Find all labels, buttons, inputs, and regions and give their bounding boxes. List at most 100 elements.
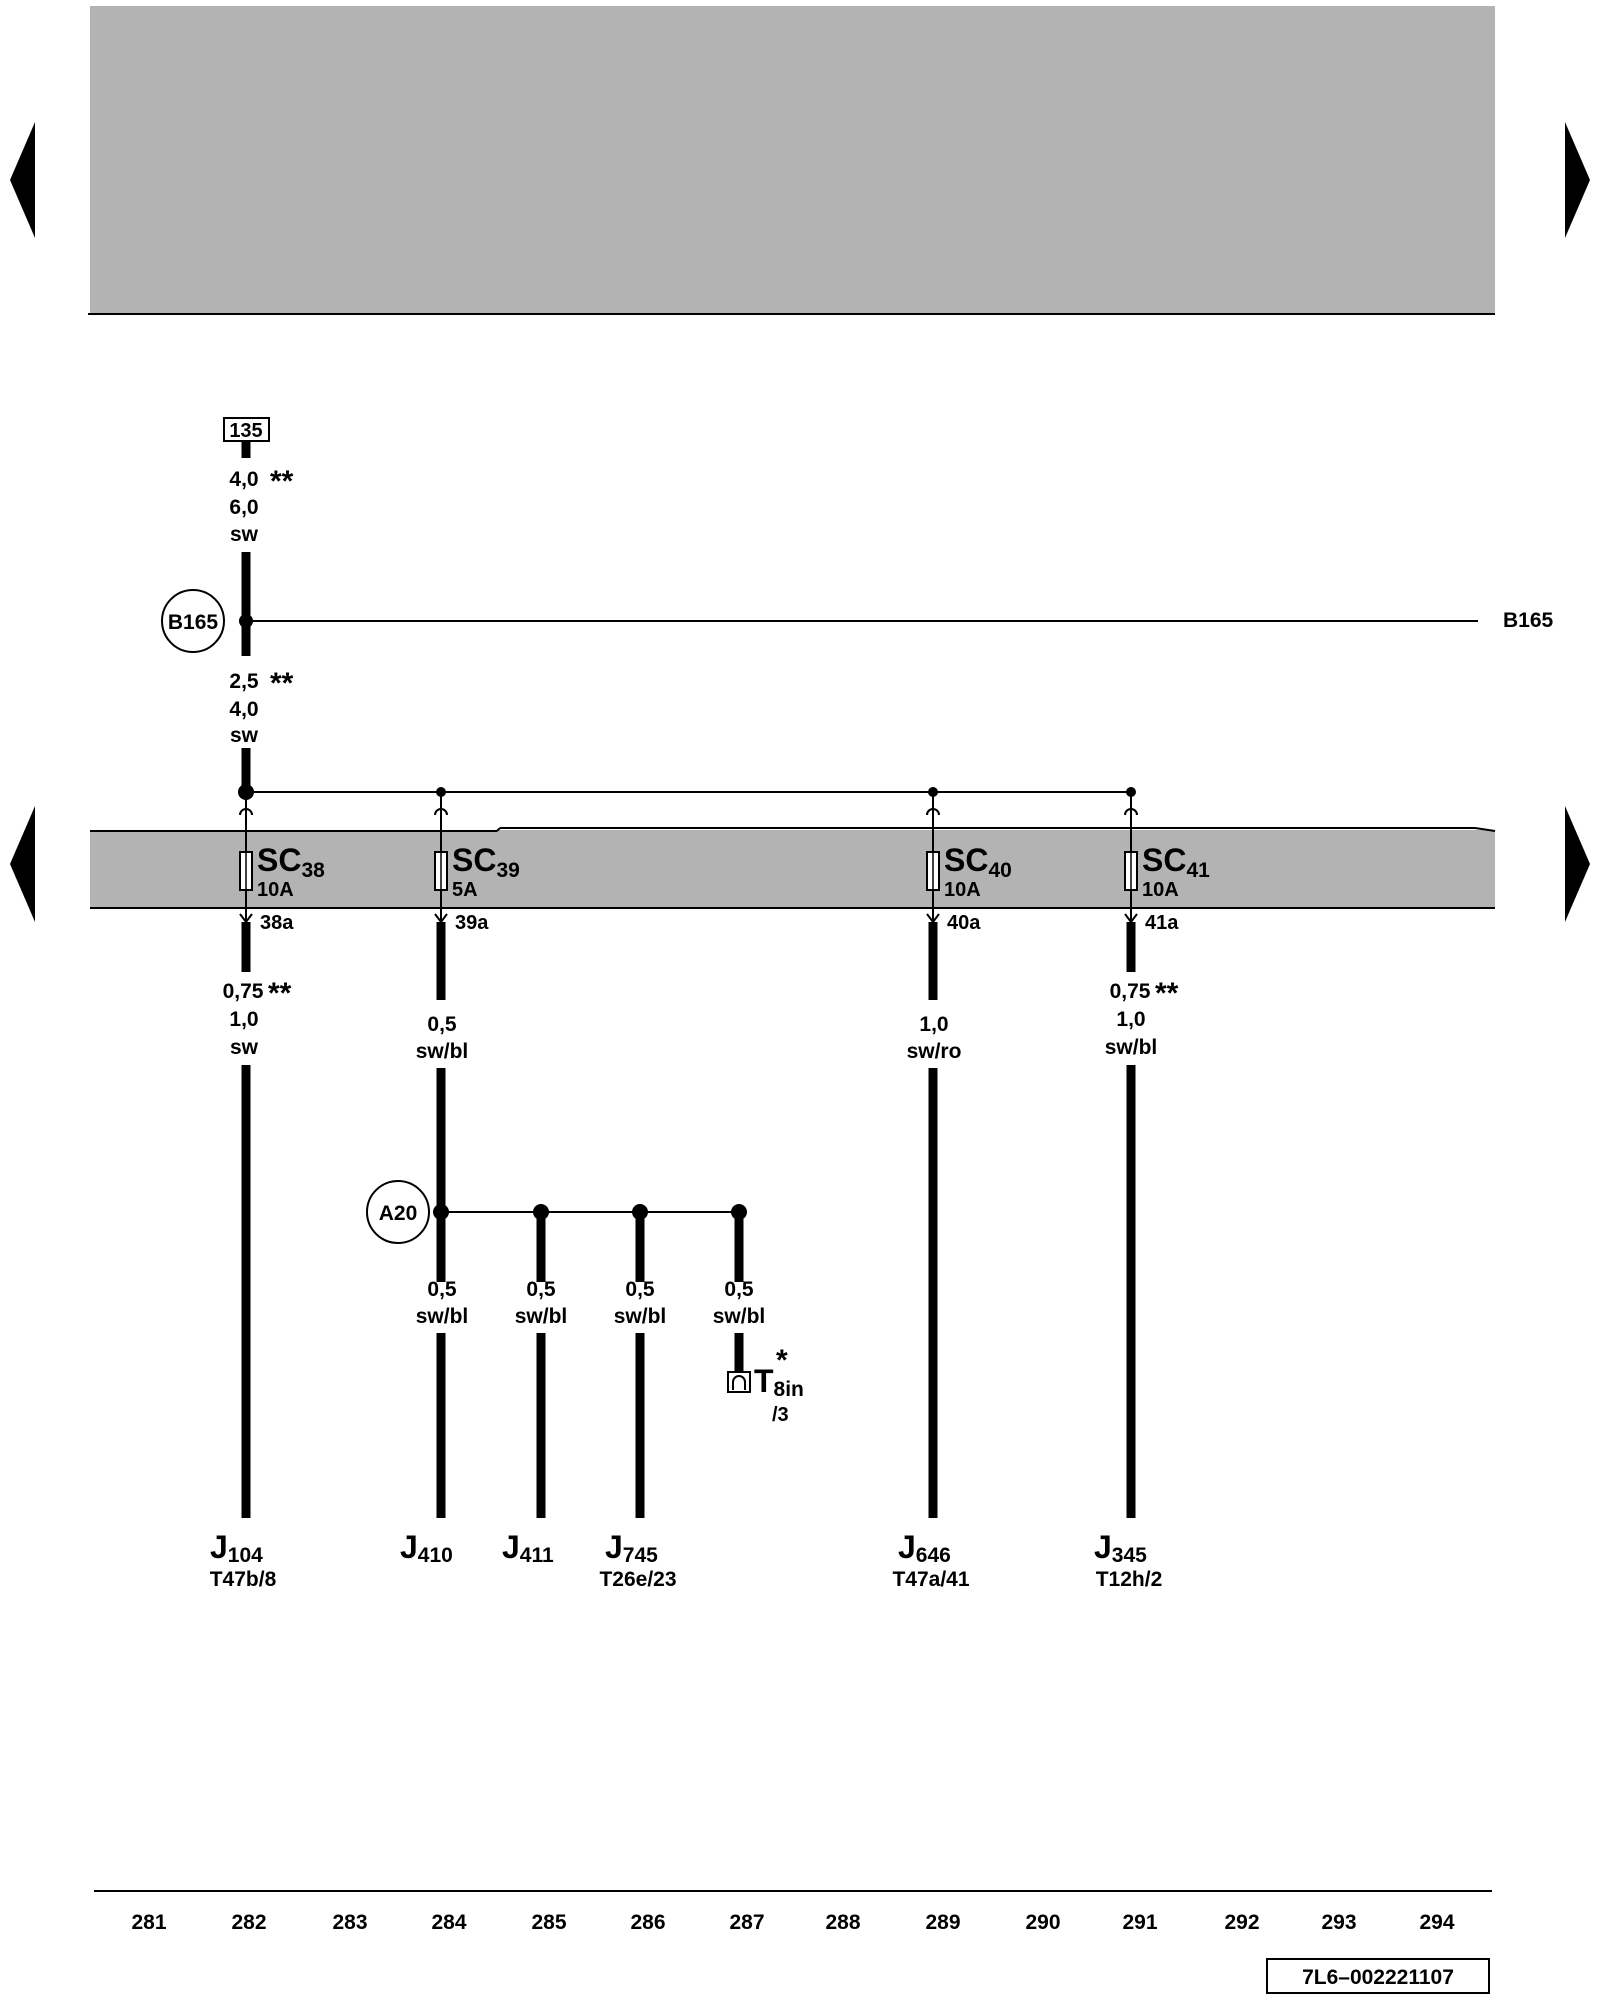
fuse-sc38-number: 38 bbox=[301, 859, 325, 882]
fuse-sc41-terminal: 41a bbox=[1145, 912, 1179, 934]
main-feed-upper-stars: ** bbox=[270, 465, 294, 498]
track-number: 289 bbox=[925, 1911, 960, 1934]
fuse-sc40-amp: 10A bbox=[944, 879, 981, 901]
connector-135-label: 135 bbox=[229, 420, 262, 442]
fuse-sc41-number: 41 bbox=[1186, 859, 1210, 882]
fuse-sc40-number: 40 bbox=[988, 859, 1011, 882]
page-next-bottom-arrow[interactable] bbox=[1565, 806, 1590, 922]
t8in-label: T8in bbox=[754, 1363, 804, 1401]
a20-branch-4-size: 0,5 bbox=[724, 1278, 754, 1301]
main-feed-upper-size1: 4,0 bbox=[229, 468, 258, 491]
component-j345-pin: T12h/2 bbox=[1096, 1568, 1163, 1591]
a20-branch-1-size: 0,5 bbox=[427, 1278, 457, 1301]
wire-sc41-size1: 0,75 bbox=[1110, 980, 1151, 1003]
t8in-pin: /3 bbox=[772, 1404, 789, 1426]
fuse-sc39 bbox=[434, 792, 448, 924]
main-feed-lower-color: sw bbox=[230, 724, 259, 747]
wire-sc41-size2: 1,0 bbox=[1116, 1008, 1145, 1031]
track-number: 286 bbox=[630, 1911, 665, 1934]
a20-junction-dot bbox=[433, 1204, 449, 1220]
track-number: 283 bbox=[332, 1911, 367, 1934]
track-numbers: 281 282 283 284 285 286 287 288 289 290 291 292 293 2… bbox=[131, 1911, 1454, 1934]
a20-branch-2-size: 0,5 bbox=[526, 1278, 556, 1301]
track-number: 288 bbox=[825, 1911, 860, 1934]
fuse-sc38-amp: 10A bbox=[257, 879, 294, 901]
fuse-sc39-amp: 5A bbox=[452, 879, 478, 901]
fuse-sc40-name: SC40 bbox=[944, 842, 1012, 882]
fuse-band-top-line bbox=[496, 827, 501, 832]
fuse-sc38-name: SC38 bbox=[257, 842, 325, 882]
wire-sc38-stars: ** bbox=[268, 977, 292, 1010]
wire-sc38-size1: 0,75 bbox=[223, 980, 264, 1003]
header-banner bbox=[90, 6, 1495, 313]
track-number: 287 bbox=[729, 1911, 764, 1934]
component-j411: J411 bbox=[502, 1529, 554, 1567]
fuse-sc39-number: 39 bbox=[496, 859, 519, 882]
component-j646: J646 bbox=[898, 1529, 951, 1567]
b165-right-label: B165 bbox=[1503, 609, 1554, 632]
main-feed-lower-size1: 2,5 bbox=[229, 670, 259, 693]
fuse-band bbox=[90, 830, 1495, 908]
a20-branch-4-color: sw/bl bbox=[713, 1305, 766, 1328]
component-j745-pin: T26e/23 bbox=[599, 1568, 676, 1591]
component-j410-number: 410 bbox=[418, 1544, 453, 1567]
a20-branch-3-color: sw/bl bbox=[614, 1305, 667, 1328]
a20-circle bbox=[366, 1180, 430, 1244]
t8in-sub: 8in bbox=[774, 1378, 804, 1401]
t8in-star: * bbox=[776, 1344, 788, 1377]
document-id-box bbox=[1266, 1958, 1490, 1994]
component-j345: J345 bbox=[1094, 1529, 1147, 1567]
a20-branch-2-color: sw/bl bbox=[515, 1305, 568, 1328]
wire-sc40-size: 1,0 bbox=[919, 1013, 948, 1036]
document-id: 7L6–002221107 bbox=[1302, 1966, 1454, 1989]
b165-junction-dot bbox=[239, 614, 253, 628]
main-feed-upper-color: sw bbox=[230, 523, 259, 546]
track-number: 291 bbox=[1122, 1911, 1157, 1934]
fuse-sc38 bbox=[239, 792, 253, 924]
wire-sc39-color: sw/bl bbox=[416, 1040, 469, 1063]
b165-circle bbox=[161, 589, 225, 653]
component-j104-pin: T47b/8 bbox=[210, 1568, 277, 1591]
fuse-sc41-amp: 10A bbox=[1142, 879, 1179, 901]
track-number: 281 bbox=[131, 1911, 166, 1934]
fuse-sc38-terminal: 38a bbox=[260, 912, 294, 934]
a20-circle-label: A20 bbox=[379, 1202, 418, 1225]
wire-sc40-color: sw/ro bbox=[907, 1040, 962, 1063]
wire-sc38-color: sw bbox=[230, 1036, 259, 1059]
track-number: 290 bbox=[1025, 1911, 1060, 1934]
track-number: 282 bbox=[231, 1911, 266, 1934]
a20-branch-1-color: sw/bl bbox=[416, 1305, 469, 1328]
component-j745: J745 bbox=[605, 1529, 658, 1567]
t8in-connector-socket bbox=[732, 1375, 746, 1390]
track-number: 292 bbox=[1224, 1911, 1259, 1934]
track-number: 285 bbox=[531, 1911, 566, 1934]
component-j411-number: 411 bbox=[520, 1544, 554, 1567]
main-feed-lower-stars: ** bbox=[270, 667, 294, 700]
fuse-sc41-name: SC41 bbox=[1142, 842, 1210, 882]
fuse-sc39-name: SC39 bbox=[452, 842, 520, 882]
track-number: 284 bbox=[431, 1911, 466, 1934]
component-j745-number: 745 bbox=[623, 1544, 658, 1567]
page-next-top-arrow[interactable] bbox=[1565, 122, 1590, 238]
component-j646-number: 646 bbox=[916, 1544, 951, 1567]
main-feed-lower-size2: 4,0 bbox=[229, 698, 258, 721]
wire-sc39-size: 0,5 bbox=[427, 1013, 457, 1036]
component-j104-number: 104 bbox=[228, 1544, 263, 1567]
component-j345-number: 345 bbox=[1112, 1544, 1147, 1567]
page-prev-top-arrow[interactable] bbox=[10, 122, 35, 238]
main-feed-upper-size2: 6,0 bbox=[229, 496, 258, 519]
component-j646-pin: T47a/41 bbox=[892, 1568, 969, 1591]
track-number: 294 bbox=[1419, 1911, 1454, 1934]
page-prev-bottom-arrow[interactable] bbox=[10, 806, 35, 922]
track-number: 293 bbox=[1321, 1911, 1356, 1934]
a20-branch-3-size: 0,5 bbox=[625, 1278, 655, 1301]
connector-135-box bbox=[223, 417, 270, 442]
fuse-band-top-line bbox=[1474, 827, 1496, 832]
wire-sc41-color: sw/bl bbox=[1105, 1036, 1158, 1059]
fuse-sc39-terminal: 39a bbox=[455, 912, 489, 934]
fuse-sc40-terminal: 40a bbox=[947, 912, 981, 934]
component-j410: J410 bbox=[400, 1529, 453, 1567]
b165-circle-label: B165 bbox=[168, 611, 219, 634]
component-j104: J104 bbox=[210, 1529, 263, 1567]
